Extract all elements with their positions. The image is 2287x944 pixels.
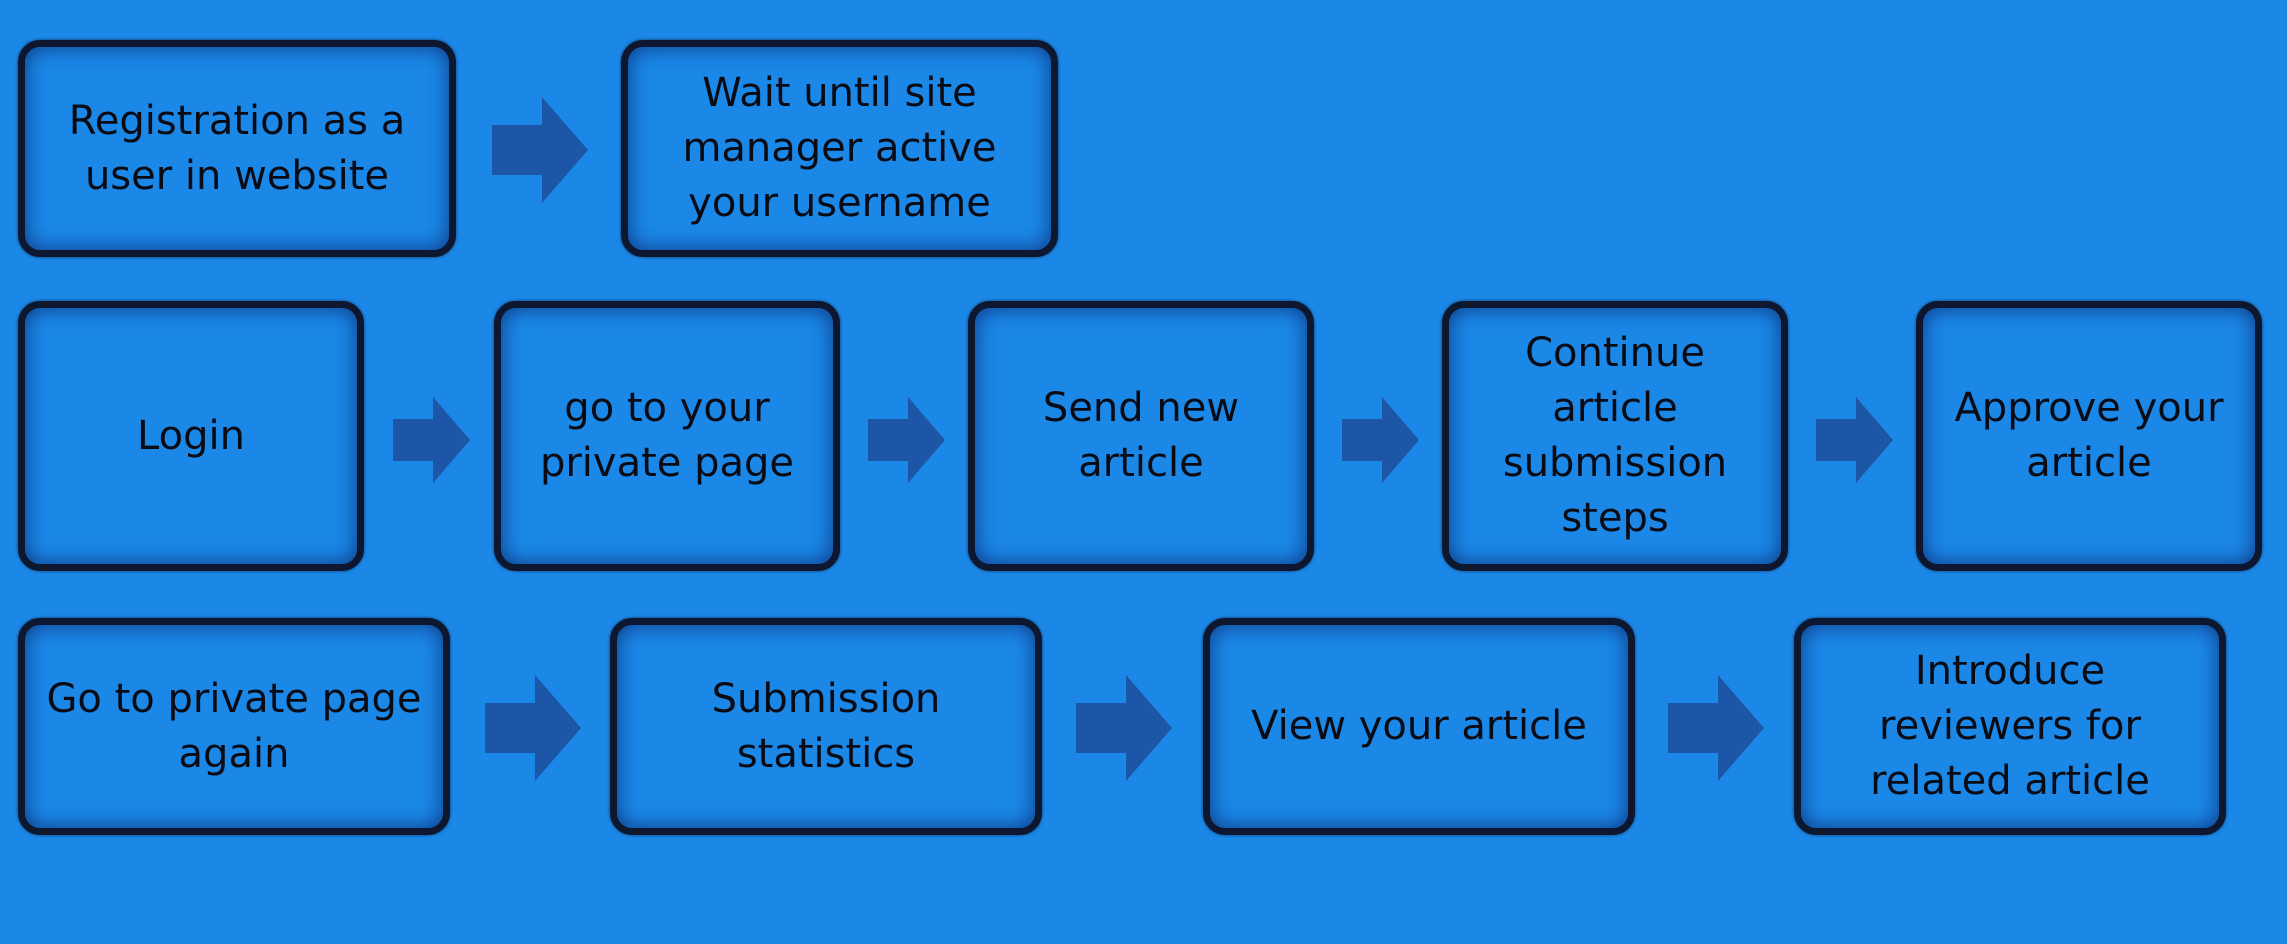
step-box-view-article: View your article	[1203, 618, 1635, 835]
step-box-send-article: Send new article	[968, 301, 1314, 571]
step-label: Wait until site manager active your user…	[682, 70, 997, 226]
step-label: Continue article submission steps	[1502, 330, 1728, 541]
step-label: Approve your article	[1954, 385, 2224, 486]
step-box-introduce-reviewers: Introduce reviewers for related article	[1794, 618, 2226, 835]
step-label: Registration as a user in website	[68, 97, 406, 199]
right-arrow-icon	[485, 675, 581, 781]
step-box-login: Login	[18, 301, 364, 571]
step-box-submission-statistics: Submission statistics	[610, 618, 1042, 835]
right-arrow-icon	[1668, 675, 1764, 781]
step-label: View your article	[1251, 703, 1587, 749]
right-arrow-icon	[1076, 675, 1172, 781]
step-box-private-page: go to your private page	[494, 301, 840, 571]
right-arrow-icon	[868, 397, 945, 483]
step-label: Introduce reviewers for related article	[1870, 648, 2150, 804]
step-label: Go to private page again	[46, 675, 422, 777]
step-label: Submission statistics	[711, 675, 941, 777]
right-arrow-icon	[492, 97, 588, 203]
step-box-continue-submission: Continue article submission steps	[1442, 301, 1788, 571]
step-box-registration: Registration as a user in website	[18, 40, 456, 257]
step-label: go to your private page	[539, 385, 795, 486]
right-arrow-icon	[1816, 397, 1893, 483]
right-arrow-icon	[393, 397, 470, 483]
right-arrow-icon	[1342, 397, 1419, 483]
step-label: Send new article	[1042, 385, 1240, 486]
step-label: Login	[137, 412, 245, 459]
step-box-approve-article: Approve your article	[1916, 301, 2262, 571]
step-box-private-page-again: Go to private page again	[18, 618, 450, 835]
step-box-wait-activation: Wait until site manager active your user…	[621, 40, 1058, 257]
